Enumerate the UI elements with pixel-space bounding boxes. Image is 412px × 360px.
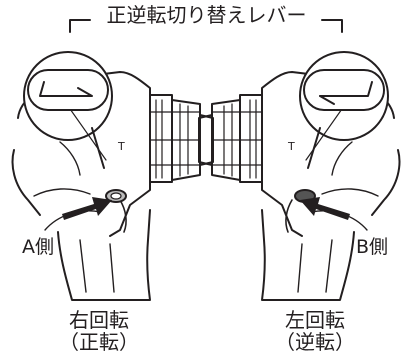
title-bracket: [69, 19, 343, 33]
push-arrow-icon-right: [300, 197, 350, 220]
lever-knob-left-hub: [110, 192, 122, 200]
side-label-a: A側: [22, 236, 54, 258]
caption-left-direction: 右回転: [69, 308, 129, 332]
caption-left-mode: （正転）: [59, 330, 139, 354]
caption-right-direction: 左回転: [285, 308, 345, 332]
side-label-b: B側: [356, 236, 389, 258]
svg-text:T: T: [117, 140, 125, 153]
lever-detail-left: [23, 51, 113, 169]
svg-text:T: T: [287, 140, 295, 153]
diagram-title: 正逆転切り替えレバー: [106, 3, 307, 27]
caption-right-mode: （逆転）: [275, 330, 355, 354]
lever-detail-right: [299, 51, 389, 169]
push-arrow-icon: [62, 197, 112, 220]
